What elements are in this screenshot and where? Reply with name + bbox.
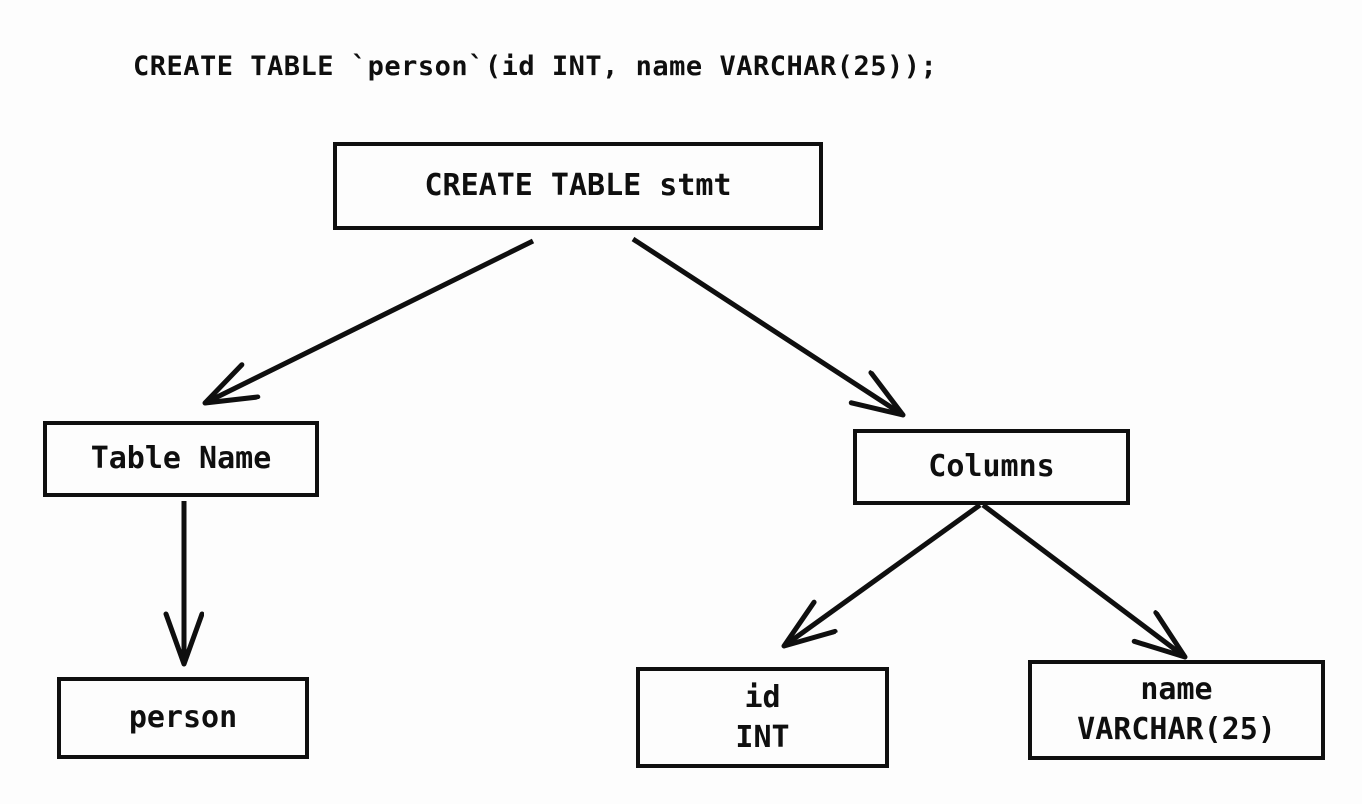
node-table-name-label: Table Name	[90, 441, 272, 476]
edge-root-to-table-name	[205, 238, 535, 403]
node-person-label: person	[128, 700, 238, 735]
node-id-column-name: id	[744, 679, 781, 715]
node-id-column: id INT	[636, 667, 889, 768]
edge-columns-to-name	[981, 503, 1185, 657]
node-columns-label: Columns	[928, 449, 1055, 484]
node-table-name: Table Name	[43, 421, 319, 497]
node-name-column: name VARCHAR(25)	[1028, 660, 1325, 760]
node-id-column-type: INT	[735, 719, 790, 755]
node-columns: Columns	[853, 429, 1130, 505]
node-create-table-stmt-label: CREATE TABLE stmt	[424, 168, 732, 203]
node-create-table-stmt: CREATE TABLE stmt	[333, 142, 823, 230]
sql-statement-text: CREATE TABLE `person`(id INT, name VARCH…	[133, 51, 938, 82]
edge-columns-to-id	[784, 502, 982, 646]
node-name-column-name: name	[1140, 672, 1213, 707]
edge-root-to-columns	[631, 236, 903, 415]
node-name-column-type: VARCHAR(25)	[1077, 712, 1276, 747]
node-person: person	[57, 677, 309, 759]
